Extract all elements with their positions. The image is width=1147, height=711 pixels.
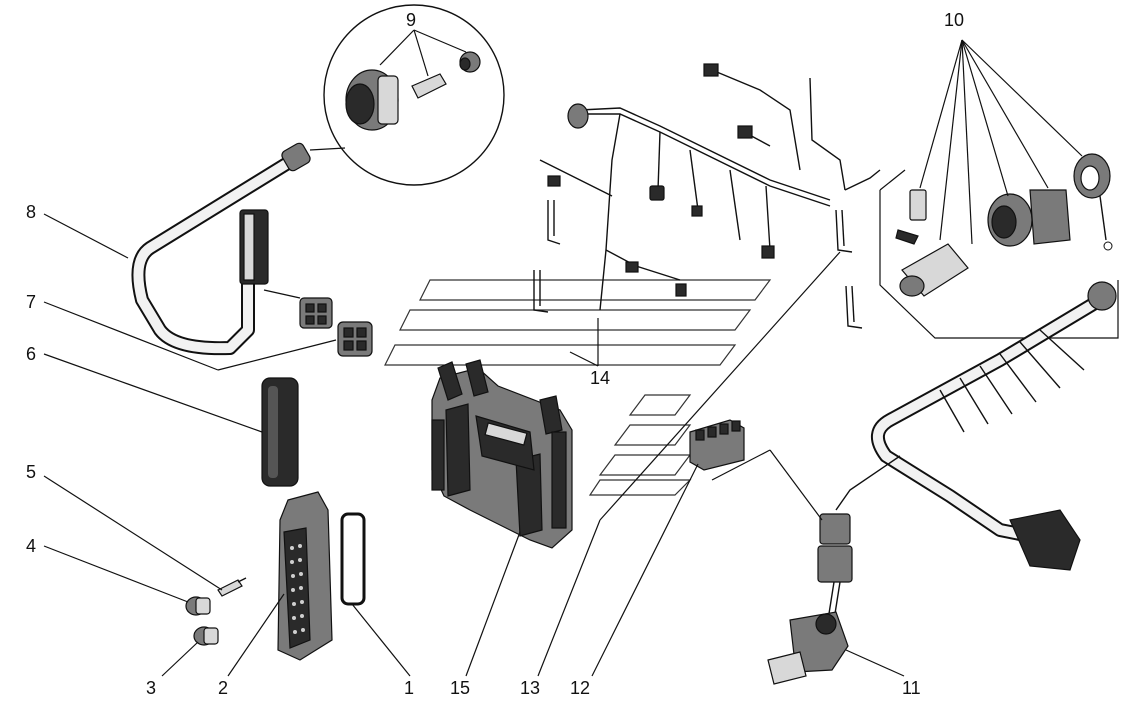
cover-6 <box>261 377 299 487</box>
callout-4: 4 <box>26 536 36 556</box>
connector-housing-7 <box>337 321 373 357</box>
callout-13: 13 <box>520 678 540 698</box>
terminal-block-12 <box>689 419 745 471</box>
callout-8: 8 <box>26 202 36 222</box>
callout-3: 3 <box>146 678 156 698</box>
callout-2: 2 <box>218 678 228 698</box>
callout-10: 10 <box>944 10 964 30</box>
callout-12: 12 <box>570 678 590 698</box>
callout-14: 14 <box>590 368 610 388</box>
plug-3 <box>193 626 219 646</box>
wiring-harness-14 <box>533 63 881 367</box>
leader-lines <box>43 213 905 677</box>
connector-detail-circle <box>309 4 505 186</box>
callout-11: 11 <box>902 678 921 698</box>
connector-detail-10 <box>879 39 1119 339</box>
callout-labels: 8 7 6 5 4 3 2 1 15 13 12 11 9 10 14 <box>26 10 964 698</box>
callout-15: 15 <box>450 678 470 698</box>
callout-1: 1 <box>404 678 414 698</box>
callout-9: 9 <box>406 10 416 30</box>
callout-5: 5 <box>26 462 36 482</box>
callout-6: 6 <box>26 344 36 364</box>
pin-contact-5 <box>217 577 247 597</box>
callout-7: 7 <box>26 292 36 312</box>
mounting-bracket-15 <box>431 359 573 549</box>
plug-4 <box>185 596 211 616</box>
gasket-1 <box>340 512 366 606</box>
harness-right <box>711 281 1117 685</box>
harness-tube-8 <box>131 142 333 356</box>
connector-block-2 <box>277 491 333 661</box>
background-chevrons <box>384 279 772 496</box>
